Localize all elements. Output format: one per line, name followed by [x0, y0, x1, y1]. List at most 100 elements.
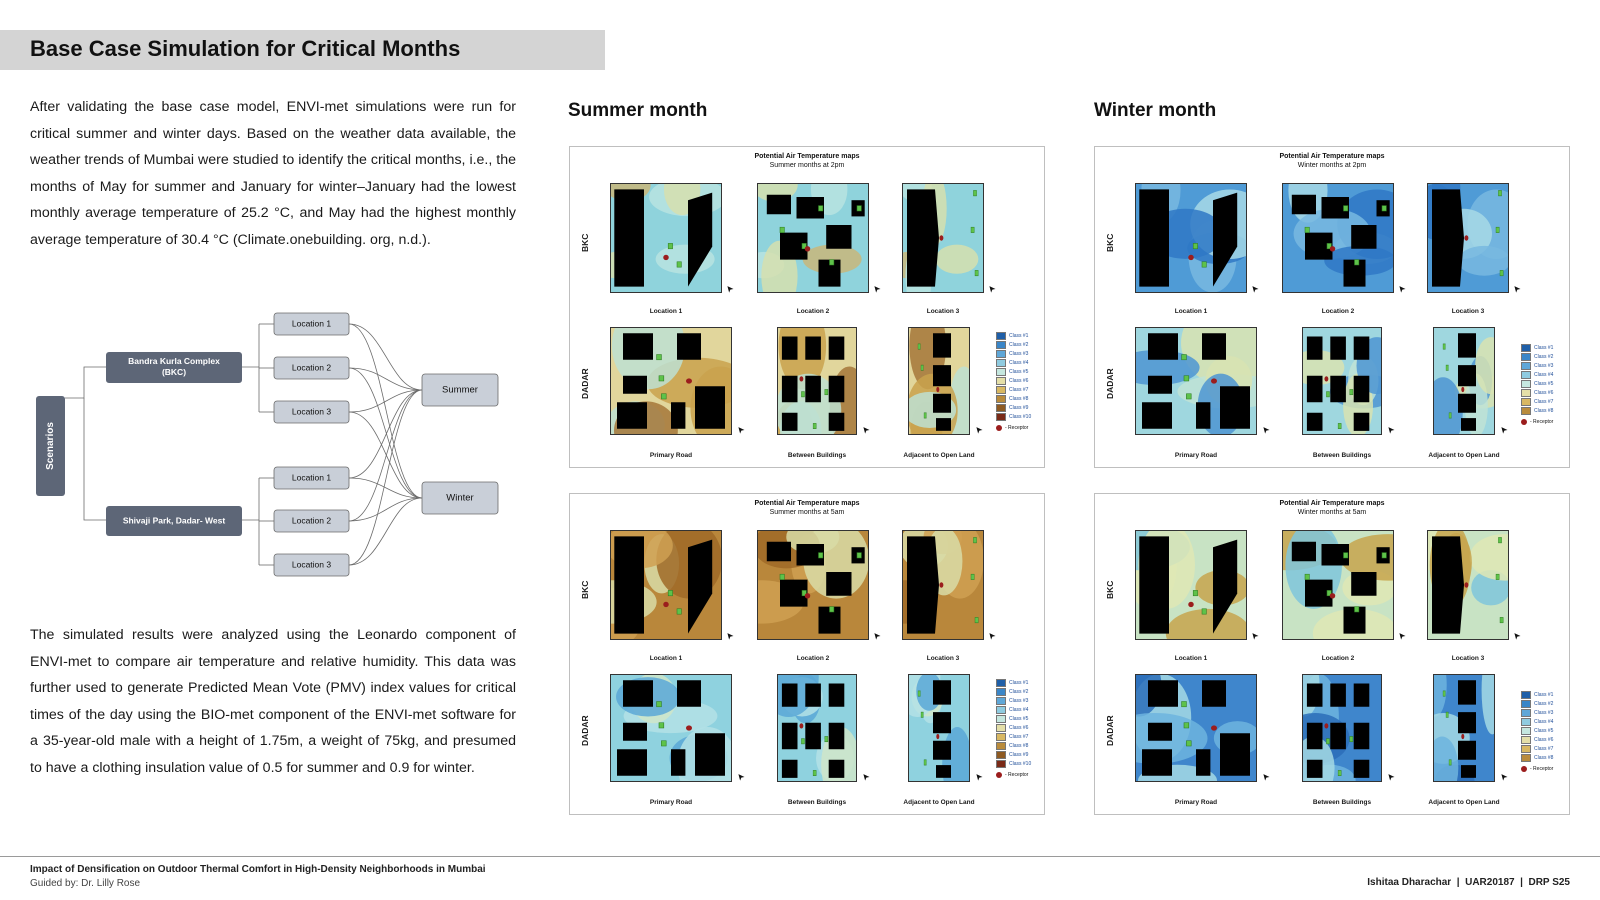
- legend-item: Class #7: [996, 732, 1031, 741]
- building-footprint: [1458, 740, 1476, 760]
- legend-item: Class #6: [1521, 735, 1553, 744]
- temperature-map: [1302, 674, 1382, 782]
- legend-swatch: [1521, 352, 1531, 361]
- north-arrow-icon: ➤: [985, 282, 998, 295]
- footer-divider: [0, 856, 1600, 857]
- vegetation-marker: [1304, 226, 1310, 233]
- receptor-marker: [804, 593, 811, 599]
- map-caption-bkc: Location 1: [1174, 655, 1208, 662]
- vegetation-marker: [656, 354, 662, 361]
- building-footprint: [1142, 402, 1172, 429]
- map-caption-dadar: Adjacent to Open Land: [1428, 452, 1500, 459]
- temperature-map: [1135, 530, 1247, 640]
- temperature-map: [1135, 327, 1257, 435]
- vegetation-marker: [824, 389, 829, 396]
- building-footprint: [614, 189, 644, 287]
- map-caption-dadar: Primary Road: [1174, 452, 1218, 459]
- vegetation-marker: [1181, 701, 1187, 708]
- temperature-map: [610, 530, 722, 640]
- vegetation-marker: [974, 270, 979, 277]
- building-footprint: [828, 412, 845, 431]
- legend-item: Class #3: [1521, 361, 1553, 370]
- legend-item: Class #3: [996, 696, 1031, 705]
- vegetation-marker: [658, 722, 665, 729]
- building-footprint: [695, 733, 725, 776]
- building-footprint: [1458, 680, 1476, 705]
- building-footprint: [1330, 336, 1346, 360]
- map-caption-dadar: Between Buildings: [787, 452, 847, 459]
- building-footprint: [933, 393, 951, 413]
- legend-swatch: [996, 412, 1006, 421]
- legend-label: Class #7: [1534, 398, 1554, 405]
- vegetation-marker: [667, 243, 673, 250]
- legend-label: Class #3: [1009, 350, 1029, 357]
- legend-label: Class #5: [1534, 380, 1554, 387]
- legend-label: Class #6: [1534, 389, 1554, 396]
- legend-item: Class #7: [1521, 397, 1553, 406]
- building-footprint: [936, 765, 951, 778]
- legend-swatch: [1521, 753, 1531, 762]
- map-caption-dadar: Primary Road: [649, 799, 693, 806]
- map-caption-dadar: Between Buildings: [1312, 452, 1372, 459]
- legend-item: Class #3: [1521, 708, 1553, 717]
- panel-title: Potential Air Temperature maps: [754, 500, 860, 507]
- legend-label: Class #6: [1009, 724, 1029, 731]
- building-footprint: [1139, 536, 1169, 634]
- vegetation-marker: [1354, 259, 1360, 266]
- building-footprint: [1351, 572, 1377, 596]
- building-footprint: [623, 722, 647, 741]
- temperature-map: [1433, 327, 1495, 435]
- temperature-map: [908, 327, 970, 435]
- location-label: Location 1: [292, 472, 331, 482]
- vegetation-marker: [818, 552, 824, 559]
- receptor-marker: [1329, 593, 1336, 599]
- legend-item: Class #9: [996, 750, 1031, 759]
- location-label: Location 3: [292, 559, 331, 569]
- receptor-marker: [799, 376, 804, 382]
- legend-swatch: [996, 714, 1006, 723]
- vegetation-marker: [661, 393, 667, 400]
- vegetation-marker: [801, 738, 805, 745]
- legend-item: Class #6: [996, 723, 1031, 732]
- row-label-dadar: DADAR: [1105, 715, 1115, 746]
- legend-swatch: [996, 349, 1006, 358]
- legend-label: Class #3: [1534, 709, 1554, 716]
- location-node: Location 1: [273, 312, 350, 336]
- vegetation-marker: [829, 606, 835, 613]
- legend-receptor-label: - Receptor: [1530, 419, 1554, 425]
- temperature-map: [610, 674, 732, 782]
- vegetation-marker: [801, 391, 805, 398]
- building-footprint: [781, 683, 798, 707]
- legend-label: Class #2: [1009, 688, 1029, 695]
- building-footprint: [1458, 333, 1476, 358]
- building-footprint: [826, 572, 852, 596]
- legend-swatch: [996, 340, 1006, 349]
- legend-item: Class #5: [996, 714, 1031, 723]
- building-footprint: [781, 336, 798, 360]
- legend-swatch: [1521, 690, 1531, 699]
- legend-swatch: [1521, 397, 1531, 406]
- building-footprint: [1321, 543, 1349, 566]
- legend-swatch: [996, 696, 1006, 705]
- legend-label: Class #7: [1534, 745, 1554, 752]
- building-footprint: [805, 375, 821, 403]
- panel-title: Potential Air Temperature maps: [1279, 153, 1385, 160]
- legend-item: Class #8: [996, 741, 1031, 750]
- building-footprint: [671, 749, 686, 776]
- legend-item: Class #1: [996, 678, 1031, 687]
- vegetation-marker: [1183, 375, 1190, 382]
- building-footprint: [805, 683, 821, 707]
- legend-item: Class #5: [1521, 379, 1553, 388]
- north-arrow-icon: ➤: [1497, 423, 1510, 436]
- legend-label: Class #1: [1534, 691, 1554, 698]
- north-arrow-icon: ➤: [1510, 282, 1523, 295]
- temperature-map: [777, 327, 857, 435]
- map-caption-bkc: Location 2: [1321, 655, 1355, 662]
- legend-item: Class #4: [996, 358, 1031, 367]
- building-footprint: [1148, 680, 1178, 707]
- receptor-dot-icon: [1521, 419, 1527, 425]
- building-footprint: [1306, 683, 1323, 707]
- legend-swatch: [1521, 370, 1531, 379]
